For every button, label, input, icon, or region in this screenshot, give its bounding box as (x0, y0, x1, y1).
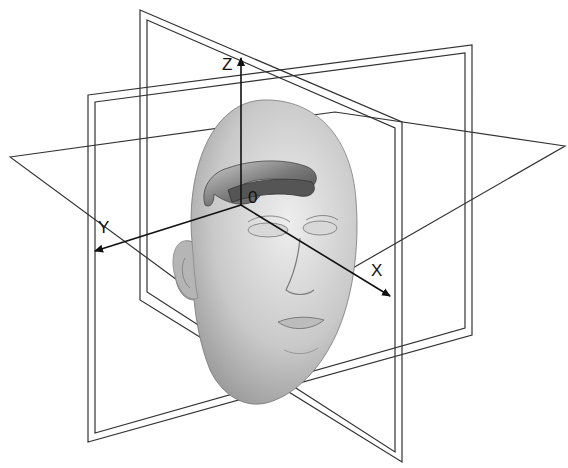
plane-frame (140, 10, 402, 462)
axis-label: 0 (248, 189, 257, 206)
head-illustration (173, 100, 357, 404)
axis-label: Z (222, 56, 232, 73)
plane-frame (88, 45, 472, 442)
axis-label: Y (98, 219, 109, 236)
axis-label: X (371, 262, 382, 279)
axis-arrows (95, 58, 390, 296)
